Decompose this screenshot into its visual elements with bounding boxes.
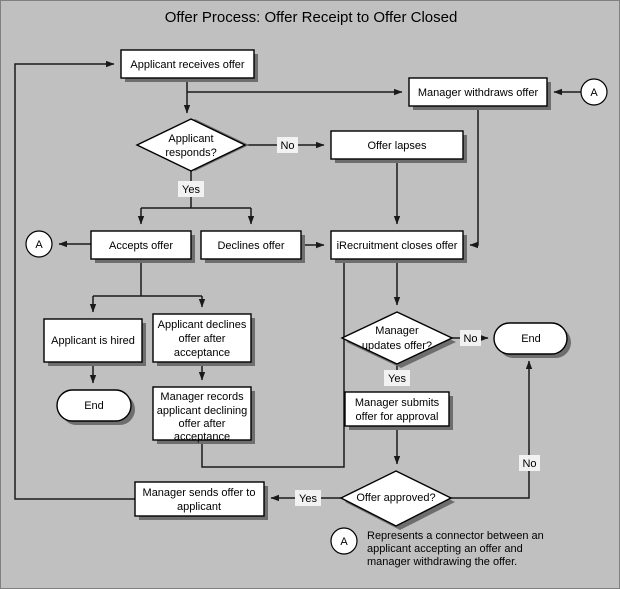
node-applicant-declines-after-acceptance[interactable]: Applicant declines offer after acceptanc… xyxy=(152,313,255,366)
node-label-line4: acceptance xyxy=(174,431,230,443)
node-manager-submits-for-approval[interactable]: Manager submits offer for approval xyxy=(344,391,453,430)
node-accepts-offer[interactable]: Accepts offer xyxy=(90,230,195,263)
node-label-line2: applicant declining xyxy=(157,405,248,417)
node-label: Offer approved? xyxy=(356,492,435,504)
edge-label-text: Yes xyxy=(299,493,317,505)
node-irecruitment-closes-offer[interactable]: iRecruitment closes offer xyxy=(330,230,467,263)
node-label-line3: offer after xyxy=(179,418,226,430)
node-offer-lapses[interactable]: Offer lapses xyxy=(330,130,467,163)
edge-label-responds-yes: Yes xyxy=(178,181,204,197)
node-applicant-responds-decision[interactable]: Applicant responds? xyxy=(135,118,249,172)
connector-lines: Offer lapses --> split to Accepts / Decl… xyxy=(14,60,581,502)
legend-connector-letter: A xyxy=(340,536,348,548)
node-label-line1: Manager submits xyxy=(355,397,440,409)
edge-label-updates-no: No xyxy=(460,330,481,346)
node-label-line2: responds? xyxy=(165,147,216,159)
node-label-line3: acceptance xyxy=(174,347,230,359)
node-label-line1: Manager sends offer to xyxy=(143,487,256,499)
node-manager-sends-offer[interactable]: Manager sends offer to applicant xyxy=(134,481,268,520)
node-end-right[interactable]: End xyxy=(493,322,571,358)
node-manager-withdraws-offer[interactable]: Manager withdraws offer xyxy=(408,77,551,110)
edge-label-text: No xyxy=(522,458,536,470)
node-label-line2: offer after xyxy=(179,333,226,345)
edge-labels: No Yes No Yes Yes No xyxy=(178,137,540,506)
node-declines-offer[interactable]: Declines offer xyxy=(200,230,305,263)
node-manager-updates-offer-decision[interactable]: Manager updates offer? xyxy=(340,311,456,368)
node-label: Applicant is hired xyxy=(51,335,135,347)
node-label: Applicant receives offer xyxy=(130,59,244,71)
edge-label-responds-no: No xyxy=(277,137,298,153)
edge-label-text: No xyxy=(280,140,294,152)
node-offer-approved-decision[interactable]: Offer approved? xyxy=(339,470,455,530)
connector-a-right[interactable]: A xyxy=(580,78,608,106)
node-label-line2: offer for approval xyxy=(356,411,439,423)
connector-a-left[interactable]: A xyxy=(25,230,53,258)
connector-letter: A xyxy=(35,239,43,251)
edge-records-to-closes xyxy=(201,251,348,468)
node-label: iRecruitment closes offer xyxy=(337,240,458,252)
node-end-left[interactable]: End xyxy=(56,389,135,425)
node-applicant-is-hired[interactable]: Applicant is hired xyxy=(43,318,146,366)
edge-label-approved-yes: Yes xyxy=(295,490,321,506)
node-label-line1: Applicant xyxy=(168,133,213,145)
legend: A Represents a connector between an appl… xyxy=(330,527,544,568)
node-label-line2: applicant xyxy=(177,501,221,513)
edge-label-text: Yes xyxy=(182,184,200,196)
node-label-line2: updates offer? xyxy=(362,340,432,352)
edge-label-text: No xyxy=(463,333,477,345)
node-label-line1: Manager records xyxy=(160,391,244,403)
node-label: End xyxy=(521,333,541,345)
node-label-line1: Manager xyxy=(375,325,419,337)
legend-line3: manager withdrawing the offer. xyxy=(367,556,517,568)
node-applicant-receives-offer[interactable]: Applicant receives offer xyxy=(120,49,258,82)
node-label: Declines offer xyxy=(217,240,284,252)
edge-label-updates-yes: Yes xyxy=(384,370,410,386)
edge-approved-no xyxy=(451,360,533,499)
node-label: End xyxy=(84,400,104,412)
node-label: Manager withdraws offer xyxy=(418,87,539,99)
edge-label-approved-no: No xyxy=(519,455,540,471)
connector-letter: A xyxy=(590,87,598,99)
edge-sends-to-receives xyxy=(14,60,135,500)
node-manager-records-declining[interactable]: Manager records applicant declining offe… xyxy=(152,386,255,444)
edge-withdraws-to-closes xyxy=(469,106,479,249)
edge-label-text: Yes xyxy=(388,373,406,385)
node-label: Offer lapses xyxy=(367,140,427,152)
node-label-line1: Applicant declines xyxy=(158,319,247,331)
legend-line1: Represents a connector between an xyxy=(367,530,544,542)
page-title: Offer Process: Offer Receipt to Offer Cl… xyxy=(165,9,458,26)
legend-line2: applicant accepting an offer and xyxy=(367,543,523,555)
node-label: Accepts offer xyxy=(109,240,173,252)
legend-connector-icon xyxy=(330,527,358,555)
